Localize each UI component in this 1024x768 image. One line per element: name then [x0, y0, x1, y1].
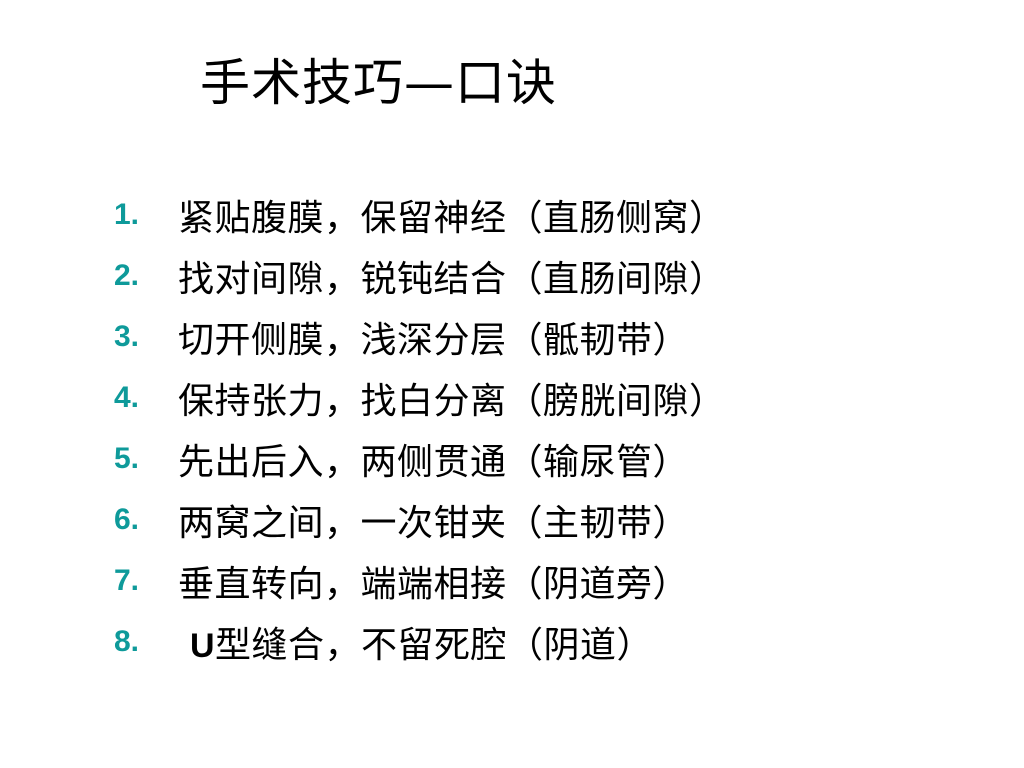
item-number: 6.: [114, 502, 140, 536]
item-text: 两窝之间，一次钳夹（主韧带）: [178, 502, 690, 544]
list-item: 1. 紧贴腹膜，保留神经（直肠侧窝）: [114, 184, 726, 245]
list-item: 6. 两窝之间，一次钳夹（主韧带）: [114, 489, 726, 550]
item-text: U型缝合，不留死腔（阴道）: [178, 616, 653, 668]
item-number: 3.: [114, 319, 140, 353]
item-text: 紧贴腹膜，保留神经（直肠侧窝）: [178, 197, 726, 239]
list-item: 4. 保持张力，找白分离（膀胱间隙）: [114, 367, 726, 428]
list-item: 3. 切开侧膜，浅深分层（骶韧带）: [114, 306, 726, 367]
item-number: 4.: [114, 380, 140, 414]
item-text: 找对间隙，锐钝结合（直肠间隙）: [178, 258, 726, 300]
slide-title: 手术技巧—口诀: [200, 54, 557, 112]
item-text: 切开侧膜，浅深分层（骶韧带）: [178, 319, 690, 361]
list-item: 5. 先出后入，两侧贯通（输尿管）: [114, 428, 726, 489]
item-number: 1.: [114, 197, 140, 231]
item-number: 5.: [114, 441, 140, 475]
item-number: 2.: [114, 258, 140, 292]
item-number: 8.: [114, 624, 140, 658]
item-number: 7.: [114, 563, 140, 597]
item-text-body: 型缝合，不留死腔（阴道）: [215, 624, 654, 666]
item-prefix: U: [189, 626, 216, 665]
list-item: 7. 垂直转向，端端相接（阴道旁）: [114, 550, 726, 611]
item-text: 保持张力，找白分离（膀胱间隙）: [178, 380, 726, 422]
item-text: 垂直转向，端端相接（阴道旁）: [178, 563, 690, 605]
list-item: 8. U型缝合，不留死腔（阴道）: [114, 611, 726, 672]
mnemonic-list: 1. 紧贴腹膜，保留神经（直肠侧窝） 2. 找对间隙，锐钝结合（直肠间隙） 3.…: [114, 184, 726, 672]
list-item: 2. 找对间隙，锐钝结合（直肠间隙）: [114, 245, 726, 306]
item-text: 先出后入，两侧贯通（输尿管）: [178, 441, 690, 483]
